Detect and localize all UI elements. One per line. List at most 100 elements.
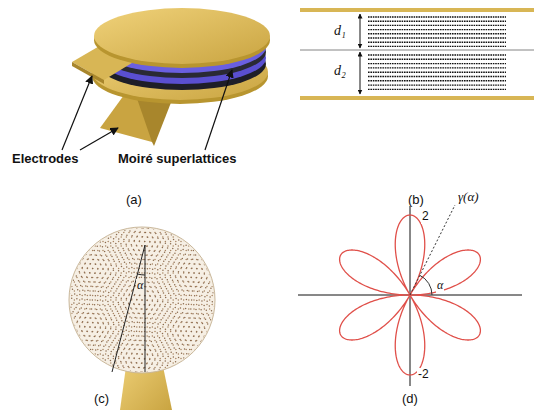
lattice-atom xyxy=(102,349,104,351)
panel-label: (a) xyxy=(126,193,142,208)
lattice-atom xyxy=(159,242,161,244)
lattice-atom xyxy=(204,299,206,301)
lattice-atom xyxy=(172,311,174,313)
lattice-atom xyxy=(118,356,120,358)
lattice-atom xyxy=(176,352,178,354)
lattice-atom xyxy=(87,331,89,333)
lattice-atom xyxy=(209,296,211,298)
lattice-atom xyxy=(94,335,96,337)
lattice-atom xyxy=(154,241,156,243)
lattice-atom xyxy=(68,299,70,301)
lattice-atom xyxy=(82,267,84,269)
lattice-atom xyxy=(162,245,164,247)
lattice-atom xyxy=(79,335,81,337)
lattice-atom xyxy=(89,245,91,247)
lattice-atom xyxy=(169,284,171,286)
lattice-atom xyxy=(206,332,208,334)
lattice-atom xyxy=(170,277,172,279)
lattice-atom xyxy=(162,269,164,271)
lattice-atom xyxy=(71,277,73,279)
lattice-atom xyxy=(102,295,104,297)
capacitor-device xyxy=(62,8,270,150)
lattice-atom xyxy=(214,281,216,283)
lattice-atom xyxy=(99,336,101,338)
lattice-atom xyxy=(81,276,83,278)
lattice-atom xyxy=(133,268,135,270)
lattice-atom xyxy=(161,287,163,289)
lattice-atom xyxy=(146,353,148,355)
lattice-atom xyxy=(156,255,158,257)
lattice-atom xyxy=(92,286,94,288)
lattice-atom xyxy=(181,267,183,269)
lattice-atom xyxy=(162,299,164,301)
lattice-atom xyxy=(118,324,120,326)
lattice-atom xyxy=(97,322,99,324)
lattice-atom xyxy=(113,286,115,288)
lattice-atom xyxy=(107,332,109,334)
lattice-atom xyxy=(79,299,81,301)
lattice-atom xyxy=(179,253,181,255)
lattice-atom xyxy=(147,322,149,324)
lattice-atom xyxy=(191,250,193,252)
lattice-atom xyxy=(172,353,174,355)
lattice-atom xyxy=(133,358,135,360)
lattice-atom xyxy=(113,340,115,342)
lattice-atom xyxy=(115,326,117,328)
lattice-atom xyxy=(110,299,112,301)
lattice-atom xyxy=(212,301,214,303)
lattice-atom xyxy=(209,308,211,310)
lattice-atom xyxy=(78,280,80,282)
lattice-atom xyxy=(139,277,141,279)
lattice-atom xyxy=(133,271,135,273)
atomic-layer xyxy=(368,46,506,47)
lattice-atom xyxy=(134,348,136,350)
lattice-atom xyxy=(104,305,106,307)
lattice-atom xyxy=(149,327,151,329)
lattice-atom xyxy=(158,346,160,348)
function-label: γ(α) xyxy=(458,190,479,205)
lattice-atom xyxy=(76,304,78,306)
lattice-atom xyxy=(169,306,171,308)
lattice-atom xyxy=(110,245,112,247)
lattice-atom xyxy=(91,245,93,247)
lattice-atom xyxy=(165,232,167,234)
lattice-atom xyxy=(87,290,89,292)
lattice-atom xyxy=(162,353,164,355)
lattice-atom xyxy=(113,331,115,333)
lattice-atom xyxy=(191,331,193,333)
lattice-atom xyxy=(105,290,107,292)
lattice-atom xyxy=(154,331,156,333)
lattice-atom xyxy=(141,268,143,270)
lattice-atom xyxy=(162,326,164,328)
lattice-atom xyxy=(186,290,188,292)
lattice-atom xyxy=(133,303,135,305)
lattice-atom xyxy=(141,326,143,328)
lattice-atom xyxy=(123,340,125,342)
lattice-atom xyxy=(162,362,164,364)
lattice-atom xyxy=(191,313,193,315)
lattice-atom xyxy=(163,315,165,317)
lattice-atom xyxy=(175,322,177,324)
lattice-atom xyxy=(76,298,78,300)
lattice-atom xyxy=(152,323,154,325)
lattice-atom xyxy=(107,286,109,288)
lattice-atom xyxy=(157,263,159,265)
lattice-atom xyxy=(168,347,170,349)
lattice-atom xyxy=(113,292,115,294)
lattice-atom xyxy=(93,281,95,283)
lattice-atom xyxy=(107,246,109,248)
lattice-atom xyxy=(118,367,120,369)
lattice-atom xyxy=(120,272,122,274)
lattice-atom xyxy=(163,324,165,326)
lattice-atom xyxy=(140,317,142,319)
lattice-atom xyxy=(149,241,151,243)
lattice-atom xyxy=(149,295,151,297)
lattice-atom xyxy=(204,290,206,292)
lattice-atom xyxy=(170,232,172,234)
lattice-atom xyxy=(185,304,187,306)
lattice-atom xyxy=(152,344,154,346)
lattice-atom xyxy=(96,254,98,256)
lattice-atom xyxy=(172,279,174,281)
lattice-atom xyxy=(200,286,202,288)
lattice-atom xyxy=(98,259,100,261)
